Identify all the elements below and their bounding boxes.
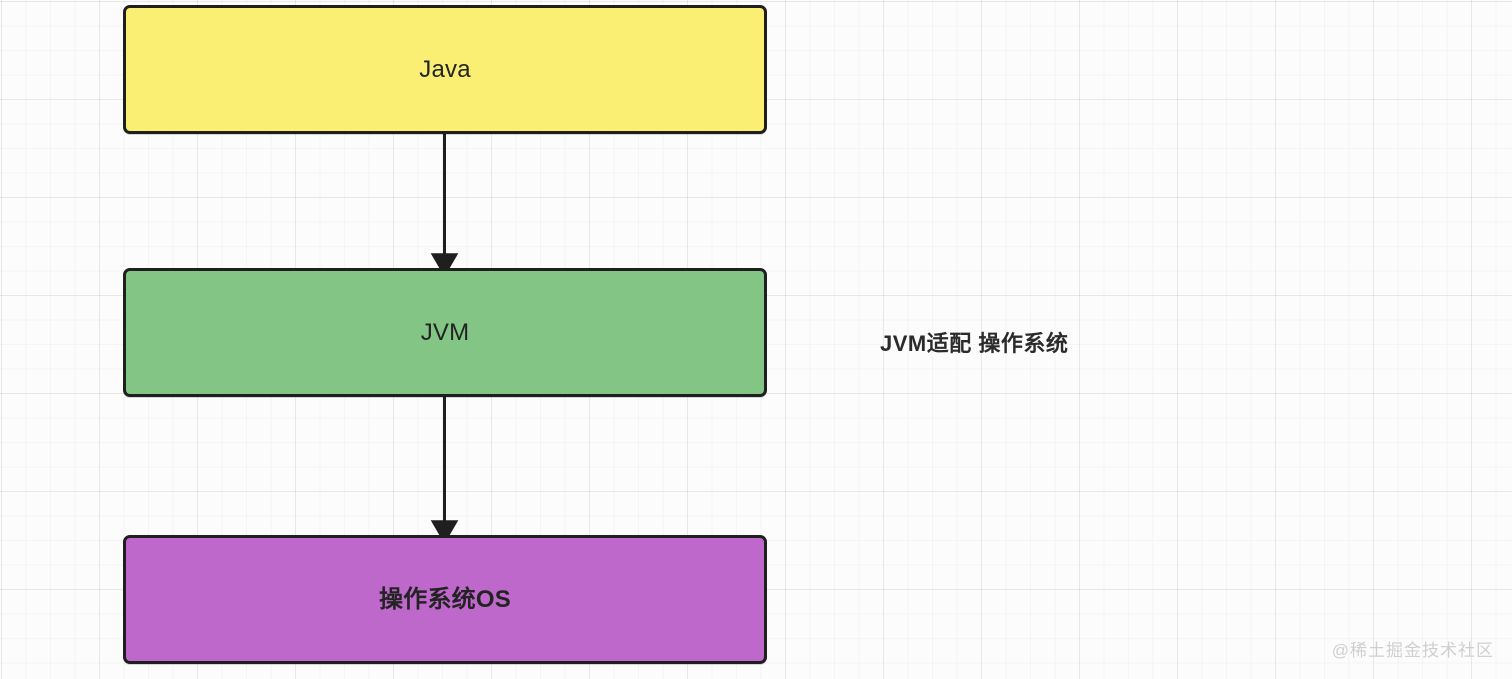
node-java-label: Java [419,55,471,83]
node-os[interactable]: 操作系统OS [123,535,767,664]
node-os-label: 操作系统OS [379,585,511,613]
node-jvm-label: JVM [420,318,470,346]
watermark: @稀土掘金技术社区 [1331,641,1494,660]
node-java[interactable]: Java [123,5,767,134]
annotation-text: JVM适配 操作系统 [880,331,1069,356]
node-jvm[interactable]: JVM [123,268,767,397]
